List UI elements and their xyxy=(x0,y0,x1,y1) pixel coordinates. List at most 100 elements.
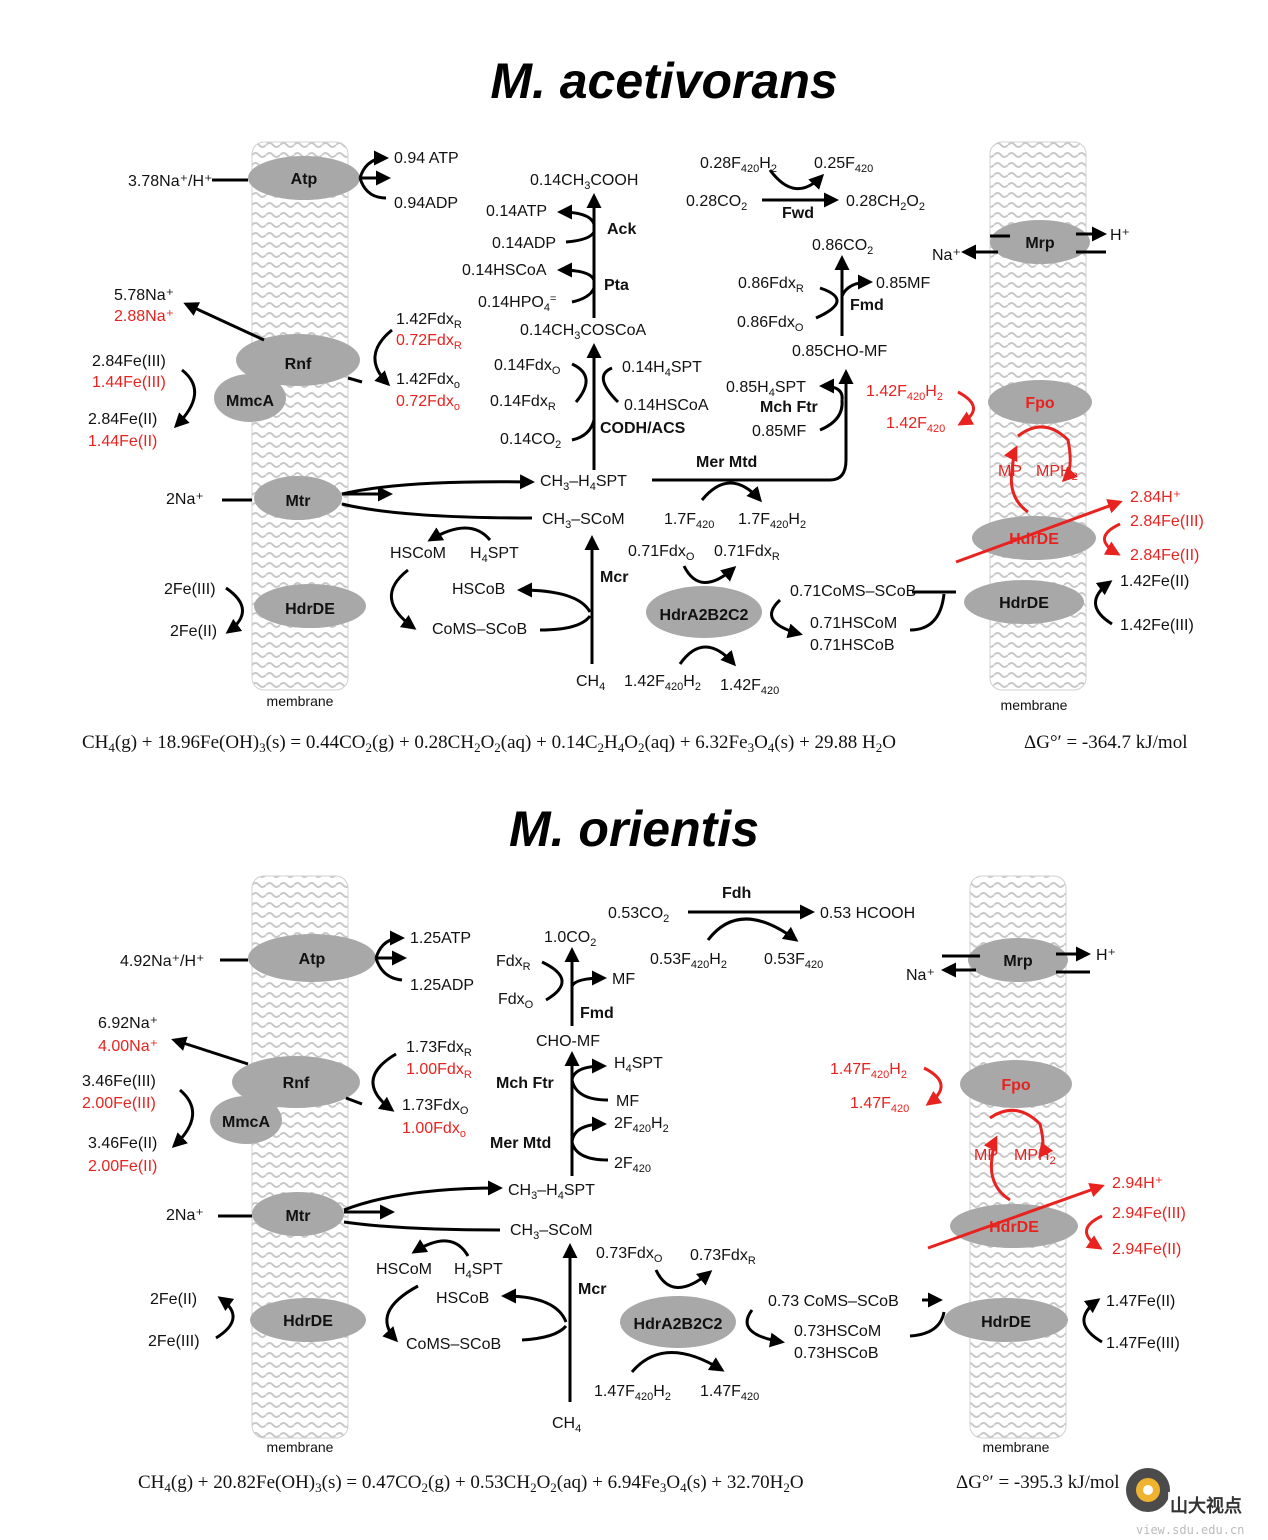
left-membrane: membrane xyxy=(251,875,349,1455)
product-label: 0.14H4SPT xyxy=(622,359,702,379)
enzyme-label: HdrDE xyxy=(989,1219,1039,1236)
product-label: 2.84H⁺ xyxy=(1130,489,1181,506)
metabolite-label: MP xyxy=(998,463,1022,480)
product-label: 0.25F420 xyxy=(814,155,873,175)
panel-title: M. acetivorans xyxy=(490,53,837,109)
product-label: FdxO xyxy=(498,991,534,1011)
reactant-label: 0.94ADP xyxy=(394,195,458,212)
enzyme-label: Mcr xyxy=(600,569,628,586)
product-label: Na⁺ xyxy=(906,967,935,984)
enzyme-label: Mch Ftr xyxy=(496,1075,554,1092)
product-label: MF xyxy=(616,1093,639,1110)
gibbs-energy: ΔG°′ = -364.7 kJ/mol xyxy=(1024,732,1187,753)
enzyme-label: Atp xyxy=(299,951,326,968)
enzyme-label: Fmd xyxy=(850,297,884,314)
metabolite-label: 0.85CHO-MF xyxy=(792,343,887,360)
hdrde-red-enzyme xyxy=(950,1204,1078,1248)
panel-orientis: M. orientis membrane membrane Atp 4.92Na… xyxy=(82,801,1186,1495)
product-label: 0.53F420 xyxy=(764,951,823,971)
metabolite-label: HSCoB xyxy=(436,1290,489,1307)
hdrde-red-enzyme xyxy=(972,516,1096,560)
product-label: 2Fe(II) xyxy=(150,1291,197,1308)
metabolite-label: CH3–SCoM xyxy=(542,511,625,531)
enzyme-label: Mrp xyxy=(1003,953,1033,970)
product-label: H4SPT xyxy=(614,1055,663,1075)
hdrde-enzyme xyxy=(254,584,366,628)
enzyme-label: Mcr xyxy=(578,1281,606,1298)
mmca-enzyme xyxy=(214,374,286,422)
metabolite-label: MPH2 xyxy=(1014,1147,1056,1167)
mtr-enzyme xyxy=(252,1192,344,1236)
enzyme-label: Fdh xyxy=(722,885,751,902)
watermark-url: view.sdu.edu.cn xyxy=(1136,1523,1244,1537)
product-label: 0.94 ATP xyxy=(394,150,459,167)
reactant-label: 2Na⁺ xyxy=(166,491,204,508)
metabolite-label: CHO-MF xyxy=(536,1033,600,1050)
reactant-label: 0.28F420H2 xyxy=(700,155,777,175)
overall-equation: CH4(g) + 20.82Fe(OH)3(s) = 0.47CO2(g) + … xyxy=(138,1472,804,1495)
atp-synthase-enzyme xyxy=(248,156,360,200)
enzyme-label: Mch Ftr xyxy=(760,399,818,416)
product-label: H⁺ xyxy=(1110,227,1130,244)
metabolite-label: MP xyxy=(974,1147,998,1164)
metabolite-label: CH4 xyxy=(552,1415,581,1435)
product-label: 3.46Fe(II) xyxy=(88,1135,157,1152)
enzyme-label: Mer Mtd xyxy=(490,1135,551,1152)
product-label: 0.72Fdxo xyxy=(396,393,460,413)
fpo-enzyme xyxy=(988,380,1092,424)
product-label: 1.0CO2 xyxy=(544,929,596,949)
membrane-label: membrane xyxy=(1001,697,1068,713)
reactant-label: 0.71CoMS–SCoB xyxy=(790,583,916,600)
product-label: 1.25ATP xyxy=(410,930,471,947)
product-label: 0.71FdxR xyxy=(714,543,780,563)
reactant-label: 3.46Fe(III) xyxy=(82,1073,156,1090)
mtr-enzyme xyxy=(254,476,342,520)
product-label: 2.84Fe(II) xyxy=(1130,547,1199,564)
product-label: 0.73HSCoM xyxy=(794,1323,881,1340)
gibbs-energy: ΔG°′ = -395.3 kJ/mol xyxy=(956,1472,1119,1493)
hdrde-enzyme xyxy=(250,1298,366,1342)
enzyme-label: HdrDE xyxy=(999,595,1049,612)
hdrde-enzyme xyxy=(944,1298,1068,1342)
reactant-label: 1.25ADP xyxy=(410,977,474,994)
enzyme-label: Rnf xyxy=(283,1075,310,1092)
product-label: 1.47Fe(II) xyxy=(1106,1293,1175,1310)
product-label: 0.14HSCoA xyxy=(624,397,709,414)
reactant-label: 2.00Fe(III) xyxy=(82,1095,156,1112)
metabolite-label: H4SPT xyxy=(470,545,519,565)
panel-title: M. orientis xyxy=(509,801,759,857)
rnf-complex-enzyme xyxy=(232,1056,360,1108)
product-label: 2.00Fe(II) xyxy=(88,1158,157,1175)
enzyme-label: Fpo xyxy=(1025,395,1055,412)
enzyme-label: CODH/ACS xyxy=(600,420,686,437)
reactant-label: 2Na⁺ xyxy=(166,1207,204,1224)
membrane-label: membrane xyxy=(267,693,334,709)
reactant-label: 1.42Fe(III) xyxy=(1120,617,1194,634)
product-label: 1.47F420 xyxy=(700,1383,759,1403)
reactant-label: 1.42FdxR xyxy=(396,311,462,331)
enzyme-label: Mtr xyxy=(286,1208,311,1225)
metabolite-label: CH3–SCoM xyxy=(510,1222,593,1242)
product-label: 0.28CH2O2 xyxy=(846,193,925,213)
reactant-label: 1.7F420 xyxy=(664,511,714,531)
product-label: 0.14HSCoA xyxy=(462,262,547,279)
atp-synthase-enzyme xyxy=(248,934,376,982)
right-membrane: membrane xyxy=(969,875,1067,1455)
reactant-label: 2.84Fe(III) xyxy=(1130,513,1204,530)
enzyme-label: HdrA2B2C2 xyxy=(660,607,749,624)
product-label: 2.94Fe(II) xyxy=(1112,1241,1181,1258)
reactant-label: 3.78Na⁺/H⁺ xyxy=(128,173,212,190)
product-label: 1.42F420 xyxy=(886,415,945,435)
product-label: 0.71HSCoM xyxy=(810,615,897,632)
reactant-label: 1.42F420H2 xyxy=(866,383,943,403)
product-label: 1.73FdxO xyxy=(402,1097,469,1117)
reactant-label: 1.47Fe(III) xyxy=(1106,1335,1180,1352)
product-label: 6.92Na⁺ xyxy=(98,1015,158,1032)
metabolite-label: HSCoB xyxy=(452,581,505,598)
hdra2b2c2-enzyme xyxy=(646,586,762,638)
product-label: 2.94H⁺ xyxy=(1112,1175,1163,1192)
product-label: 1.47F420 xyxy=(850,1095,909,1115)
hdrde-enzyme xyxy=(964,580,1084,624)
product-label: 1.42Fe(II) xyxy=(1120,573,1189,590)
